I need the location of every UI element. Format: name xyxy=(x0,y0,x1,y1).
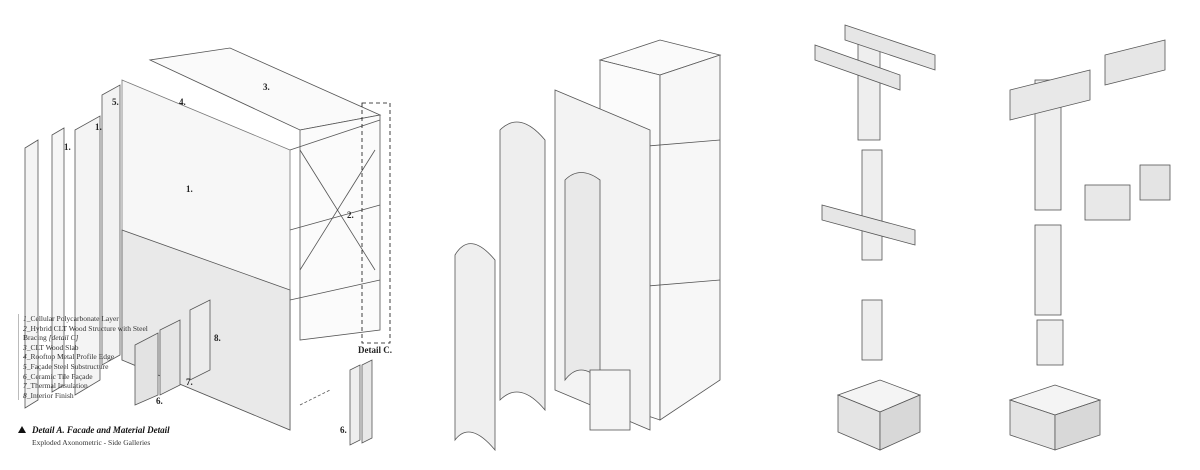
legend-item: 1_Cellular Polycarbonate Layer xyxy=(23,314,119,323)
drawing-facade-exploded xyxy=(24,47,391,446)
legend-item: Bracing [detail C] xyxy=(23,333,79,343)
label-8: 8. xyxy=(214,333,221,343)
label-2: 2. xyxy=(347,210,354,220)
caption-title: Detail A. Facade and Material Detail xyxy=(32,425,170,435)
label-1: 1. xyxy=(64,142,71,152)
label-6: 6. xyxy=(340,425,347,435)
label-1: 1. xyxy=(95,122,102,132)
legend-item: 3_CLT Wood Slab xyxy=(23,342,79,352)
legend-item: 6_Ceramic Tile Façade xyxy=(23,371,93,381)
label-3: 3. xyxy=(263,82,270,92)
legend-item: 2_Hybrid CLT Wood Structure with Steel xyxy=(23,323,148,333)
drawing-column-joint-1 xyxy=(814,24,936,451)
legend-item: 8_Interior Finish xyxy=(23,390,74,400)
legend-item: 7_Thermal Insulation xyxy=(23,381,88,391)
label-7: 7. xyxy=(186,377,193,387)
drawing-column-joint-2 xyxy=(1008,39,1171,451)
label-4: 4. xyxy=(179,97,186,107)
drawing-tower-panels xyxy=(454,39,722,452)
caption-subtitle: Exploded Axonometric - Side Galleries xyxy=(32,438,151,447)
triangle-icon xyxy=(18,426,26,433)
label-6: 6. xyxy=(156,396,163,406)
label-5: 5. xyxy=(112,97,119,107)
caption: Detail A. Facade and Material Detail Exp… xyxy=(18,420,170,447)
label-detail-c: Detail C. xyxy=(358,345,392,355)
legend: 1_Cellular Polycarbonate Layer 2_Hybrid … xyxy=(18,314,148,401)
legend-item: 5_Façade Steel Substructure xyxy=(23,361,109,371)
label-1: 1. xyxy=(186,184,193,194)
legend-item: 4_Rooftop Metal Profile Edge xyxy=(23,352,115,362)
